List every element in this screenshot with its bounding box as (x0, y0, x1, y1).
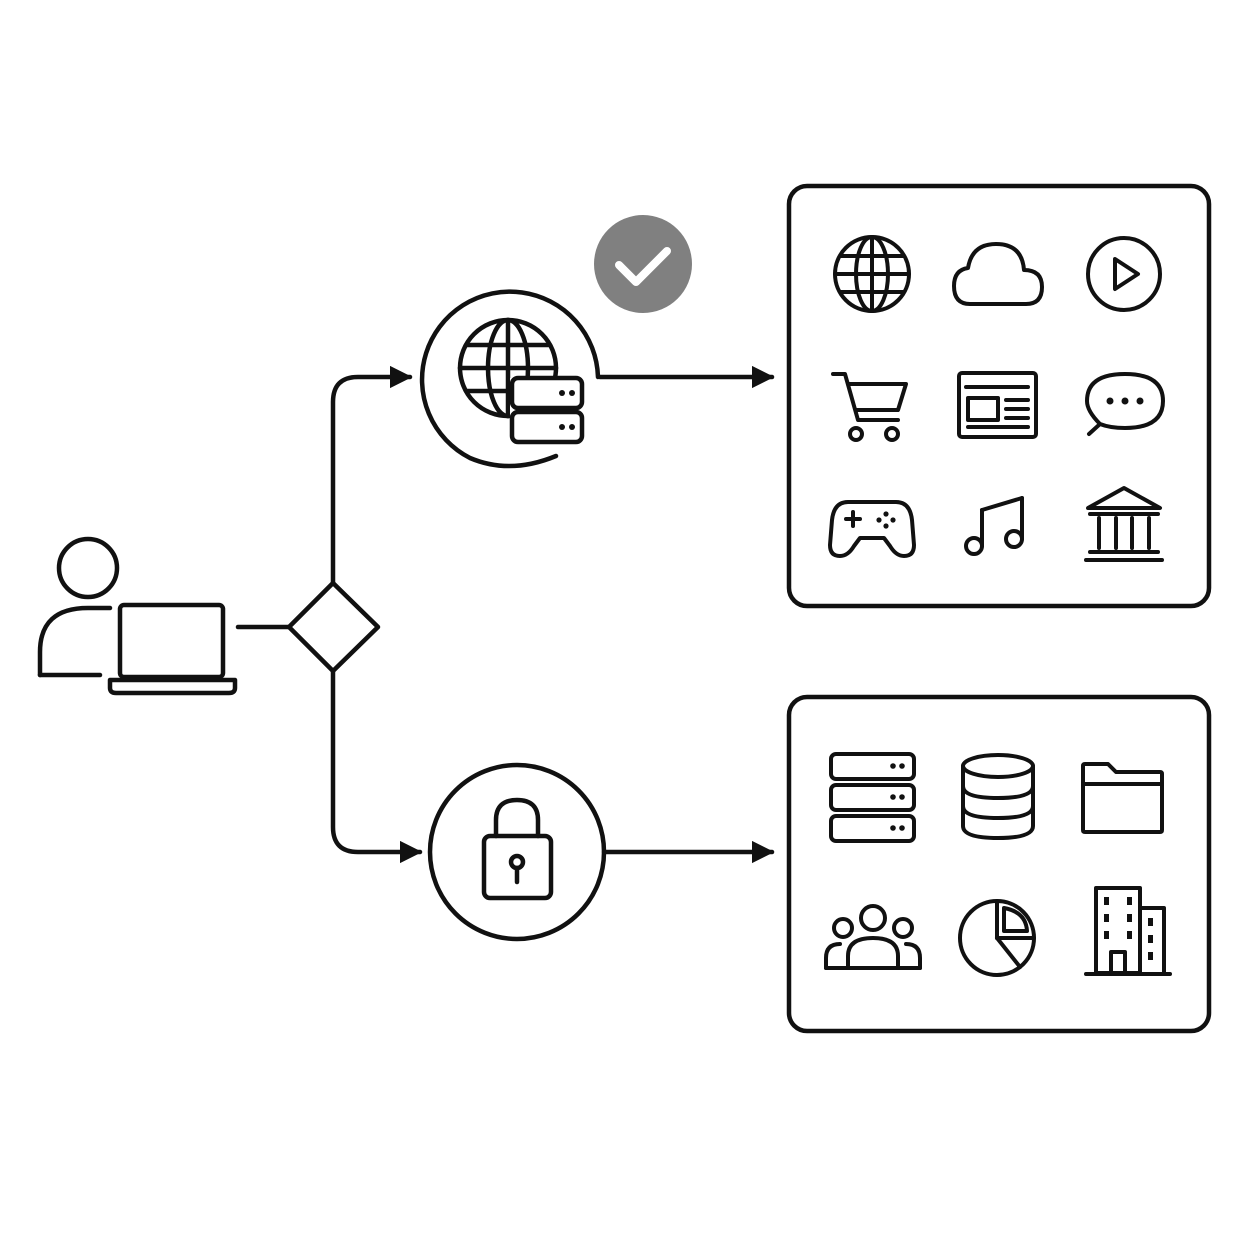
globe-server-icon (419, 289, 601, 469)
database-icon (961, 753, 1035, 840)
user-group-icon (824, 904, 922, 970)
status-badge (594, 215, 692, 313)
server-rack-icon (829, 752, 916, 843)
public-services-panel (786, 183, 1212, 609)
upper-branch-arrow (330, 365, 413, 586)
bank-icon (1084, 486, 1164, 562)
checkmark-icon (594, 215, 692, 313)
play-icon (1086, 236, 1162, 312)
decision-diamond-icon (286, 580, 381, 674)
office-building-icon (1084, 886, 1172, 976)
cloud-icon (952, 242, 1044, 306)
folder-icon (1081, 762, 1164, 834)
lower-branch-arrow (330, 668, 423, 864)
game-controller-icon (828, 500, 916, 558)
private-services-panel (786, 694, 1212, 1034)
user-with-laptop-icon (37, 536, 238, 696)
chat-bubble-icon (1085, 372, 1165, 436)
padlock-icon (427, 762, 607, 942)
shopping-cart-icon (831, 372, 908, 442)
music-note-icon (964, 496, 1024, 556)
globe-icon (833, 235, 911, 313)
news-icon (957, 371, 1038, 439)
pie-chart-icon (958, 899, 1036, 977)
